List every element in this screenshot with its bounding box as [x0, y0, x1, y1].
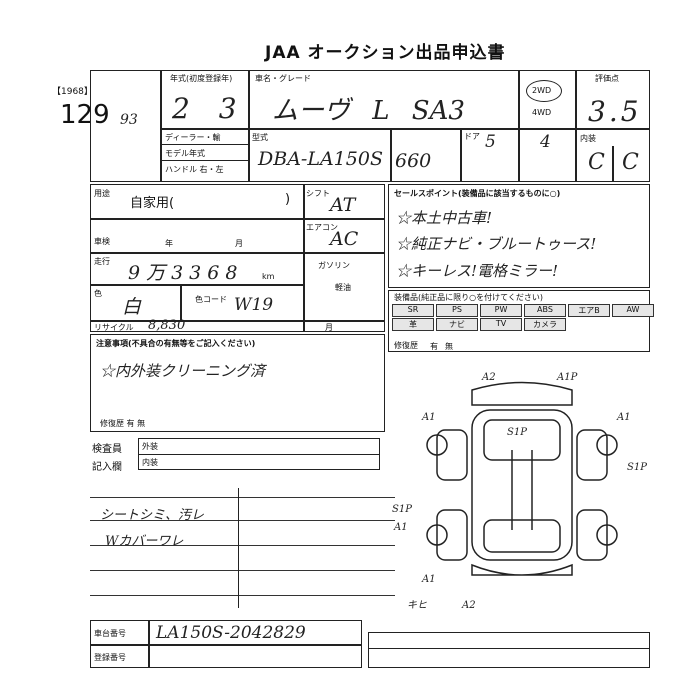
notes-box — [90, 334, 385, 432]
drive-circle — [526, 80, 562, 102]
seats-value: 4 — [540, 132, 551, 152]
registration-label: 登録番号 — [94, 653, 126, 662]
note-line-2: Wカバーワレ — [105, 534, 184, 549]
diagram-mark: A1 — [421, 574, 436, 585]
vehicle-label: 車名・グレード — [255, 74, 311, 83]
diagram-mark: S1P — [507, 427, 527, 438]
recycle-value: 8,830 — [148, 318, 186, 333]
equip-sr[interactable]: SR — [392, 304, 434, 317]
frame-value: LA150S-2042829 — [156, 623, 306, 643]
entry-label: 記入欄 — [92, 462, 122, 473]
document-title: JAA オークション出品申込書 — [265, 43, 506, 63]
color-code-label: 色コード — [195, 295, 227, 304]
diagram-mark: A1 — [616, 412, 631, 423]
color-code-value: W19 — [234, 295, 274, 315]
interior-label: 内装 — [580, 134, 596, 143]
note-line-1: シートシミ、汚レ — [100, 508, 205, 523]
sales-point-1: ☆本土中古車! — [396, 209, 493, 227]
reference-code: 【1968】 — [52, 87, 93, 97]
lot-number: 129 — [60, 100, 110, 130]
equip-airbag[interactable]: エアB — [568, 304, 610, 317]
check-label: 検査員 — [92, 444, 122, 455]
aircon-label: エアコン — [306, 223, 338, 232]
equipment-row-1: SR PS PW ABS エアB AW — [392, 304, 654, 317]
shift-label: シフト — [306, 189, 330, 198]
mileage-unit: km — [262, 272, 275, 281]
doors-label: ドア — [464, 132, 480, 141]
recycle-month: 月 — [325, 323, 333, 332]
middle-left-box — [90, 184, 385, 332]
repair-no[interactable]: 無 — [445, 342, 453, 351]
diagram-mark: S1P — [627, 462, 647, 473]
handle-label: ハンドル 右・左 — [165, 165, 224, 174]
drive-4wd[interactable]: 4WD — [532, 108, 552, 117]
year-label: 年式(初度登録年) — [170, 74, 233, 83]
vehicle-value: ムーヴ L SA3 — [272, 96, 465, 126]
equip-leather[interactable]: 革 — [392, 318, 434, 331]
dealer-label: ディーラー・輸 — [165, 133, 221, 142]
color-label: 色 — [94, 289, 102, 298]
notes-value: ☆内外装クリーニング済 — [100, 362, 266, 380]
equip-pw[interactable]: PW — [480, 304, 522, 317]
notes-footer: 修復歴 有 無 — [100, 419, 146, 428]
int-grade-value: C — [588, 150, 605, 175]
diagram-mark: A1 — [421, 412, 436, 423]
sales-point-2: ☆純正ナビ・ブルートゥース! — [396, 235, 597, 253]
usage-close: ) — [285, 192, 291, 207]
shift-value: AT — [330, 194, 356, 216]
cc-value: 660 — [395, 150, 432, 172]
exterior-label: 外装 — [142, 442, 158, 451]
fuel-diesel: 軽油 — [335, 283, 351, 292]
lot-mark: 93 — [120, 112, 138, 128]
aircon-value: AC — [330, 228, 359, 250]
inspection-year: 年 — [165, 239, 173, 248]
frame-label: 車台番号 — [94, 629, 126, 638]
diagram-mark: A2 — [481, 372, 496, 383]
equip-tv[interactable]: TV — [480, 318, 522, 331]
rating-label: 評価点 — [595, 74, 619, 83]
sales-point-label: セールスポイント(装備品に該当するものに○) — [394, 189, 561, 198]
rating-value: 3.5 — [588, 95, 642, 128]
repair-yes[interactable]: 有 — [430, 342, 438, 351]
equipment-row-2: 革 ナビ TV カメラ — [392, 318, 566, 331]
fuel-label: ガソリン — [318, 261, 350, 270]
car-condition-diagram: A2 A1P S1P A1 A1 S1P S1P A1 A1 A2 キヒ — [392, 372, 647, 610]
model-change-label: モデル年式 — [165, 149, 205, 158]
diagram-mark: キヒ — [407, 600, 427, 610]
equip-ps[interactable]: PS — [436, 304, 478, 317]
equip-navi[interactable]: ナビ — [436, 318, 478, 331]
diagram-mark: A1 — [393, 522, 408, 533]
inspection-label: 車検 — [94, 237, 110, 246]
equip-aw[interactable]: AW — [612, 304, 654, 317]
equip-abs[interactable]: ABS — [524, 304, 566, 317]
mileage-value: 9万3368 — [128, 262, 244, 284]
sales-point-3: ☆キーレス!電格ミラー! — [396, 262, 559, 280]
equipment-label: 装備品(純正品に限り○を付けてください) — [394, 293, 543, 302]
year-value: 2 3 — [172, 92, 247, 125]
diagram-mark: A2 — [461, 600, 476, 610]
recycle-label: リサイクル — [94, 323, 134, 332]
equip-camera[interactable]: カメラ — [524, 318, 566, 331]
model-value: DBA-LA150S — [258, 148, 383, 170]
doors-value: 5 — [485, 132, 496, 152]
usage-label: 用途 — [94, 189, 110, 198]
mileage-label: 走行 — [94, 257, 110, 266]
interior-row-label: 内装 — [142, 458, 158, 467]
notes-label: 注意事項(不具合の有無等をご記入ください) — [96, 339, 256, 348]
inspection-month: 月 — [235, 239, 243, 248]
ext-grade-value: C — [622, 150, 639, 175]
sales-point-box — [388, 184, 650, 288]
diagram-mark: A1P — [556, 372, 578, 383]
bottom-right-box — [368, 632, 650, 668]
equipment-box — [388, 290, 650, 352]
diagram-mark: S1P — [392, 504, 412, 515]
top-form-box — [90, 70, 650, 182]
model-label: 型式 — [252, 133, 268, 142]
usage-value: 自家用( — [130, 196, 175, 211]
color-value: 白 — [122, 296, 142, 318]
repair-label: 修復歴 — [394, 341, 418, 350]
